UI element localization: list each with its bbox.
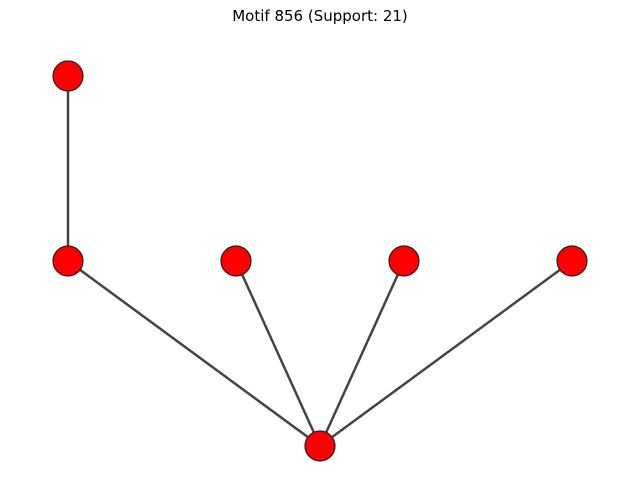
graph-node-n0 bbox=[52, 60, 84, 92]
graph-node-n5 bbox=[304, 430, 336, 462]
edge-n2-n5 bbox=[234, 260, 322, 447]
graph-node-n3 bbox=[388, 245, 420, 277]
graph-node-n1 bbox=[52, 245, 84, 277]
edge-n3-n5 bbox=[318, 260, 406, 447]
graph-node-n2 bbox=[220, 245, 252, 277]
edge-n1-n5 bbox=[67, 259, 321, 448]
edge-n4-n5 bbox=[319, 259, 573, 448]
figure-title: Motif 856 (Support: 21) bbox=[232, 7, 408, 25]
graph-node-n4 bbox=[556, 245, 588, 277]
